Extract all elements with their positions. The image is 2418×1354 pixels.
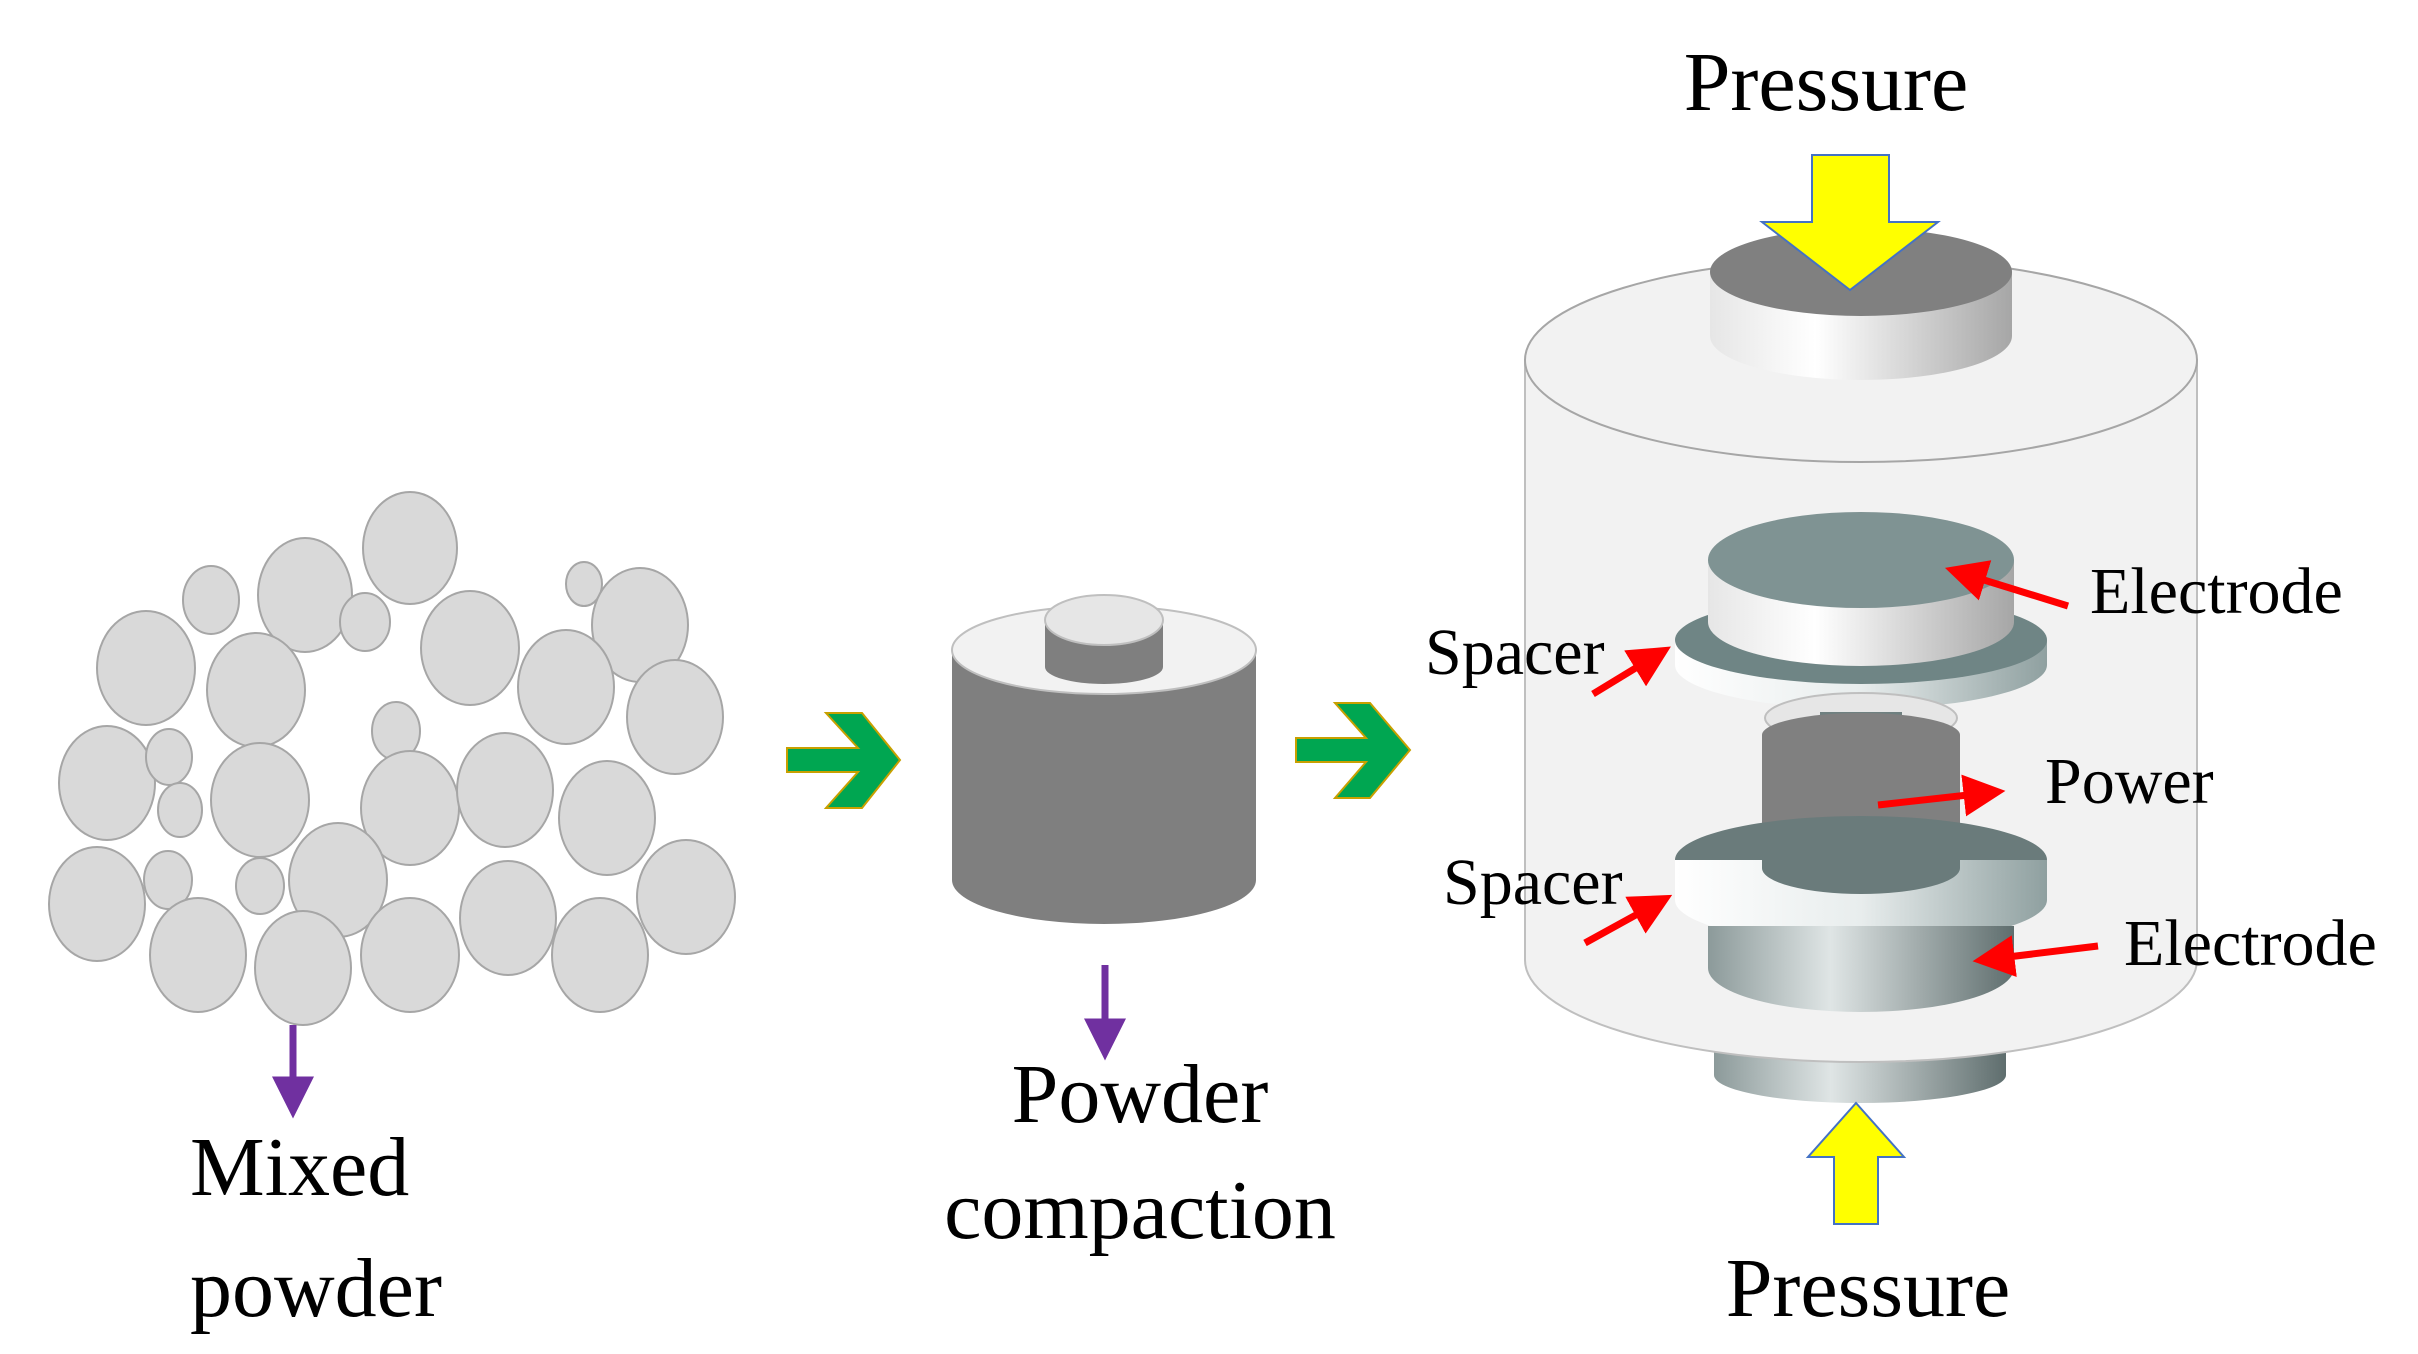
particle — [157, 782, 203, 838]
bottom-spacer — [1675, 816, 2047, 944]
electrode-bottom-label: Electrode — [2124, 907, 2377, 980]
particle — [254, 910, 352, 1026]
particle — [48, 846, 146, 962]
pressure-top-label: Pressure — [1684, 36, 1969, 129]
particle — [182, 565, 240, 635]
particle — [206, 632, 306, 748]
particle — [96, 610, 196, 726]
particle — [235, 857, 285, 915]
spacer-bottom-pointer-icon — [1583, 894, 1673, 947]
compacted-pellet — [951, 594, 1257, 924]
particle — [339, 592, 391, 652]
powder-compaction-label-line2: compaction — [944, 1164, 1336, 1257]
particle — [362, 491, 458, 605]
pressure-arrow-down-icon — [1759, 154, 1941, 292]
spacer-top-pointer-icon — [1591, 646, 1671, 697]
mixed-powder-label-line2: powder — [190, 1242, 442, 1335]
electrode-top-label: Electrode — [2090, 555, 2343, 628]
power-label: Power — [2045, 745, 2214, 818]
particle — [149, 897, 247, 1013]
power-pointer-icon — [1877, 774, 2006, 817]
particle — [58, 725, 156, 841]
particle — [143, 850, 193, 910]
particle — [558, 760, 656, 876]
particle — [360, 897, 460, 1013]
electrode-top-pointer-icon — [1944, 560, 2070, 610]
top-electrode — [1708, 512, 2014, 666]
powder-particles — [48, 491, 736, 1026]
particle — [210, 742, 310, 858]
mixed-powder-label-line1: Mixed — [190, 1121, 409, 1214]
particle — [257, 537, 353, 653]
bottom-electrode — [1708, 926, 2014, 1012]
spacer-top-label: Spacer — [1425, 616, 1605, 689]
particle — [636, 839, 736, 955]
pressure-arrow-up-icon — [1805, 1101, 1907, 1225]
particle — [459, 860, 557, 976]
particle — [565, 561, 603, 607]
particle — [517, 629, 615, 745]
particle — [456, 732, 554, 848]
powder-compaction-label-line1: Powder — [1012, 1048, 1269, 1141]
pressure-bottom-label: Pressure — [1726, 1242, 2011, 1335]
particle — [420, 590, 520, 706]
particle — [551, 897, 649, 1013]
particle — [626, 659, 724, 775]
process-arrow-icon — [786, 712, 902, 809]
particle — [145, 728, 193, 786]
process-arrow-icon — [1295, 702, 1412, 799]
electrode-bottom-pointer-icon — [1972, 935, 2099, 978]
spacer-bottom-label: Spacer — [1443, 846, 1623, 919]
